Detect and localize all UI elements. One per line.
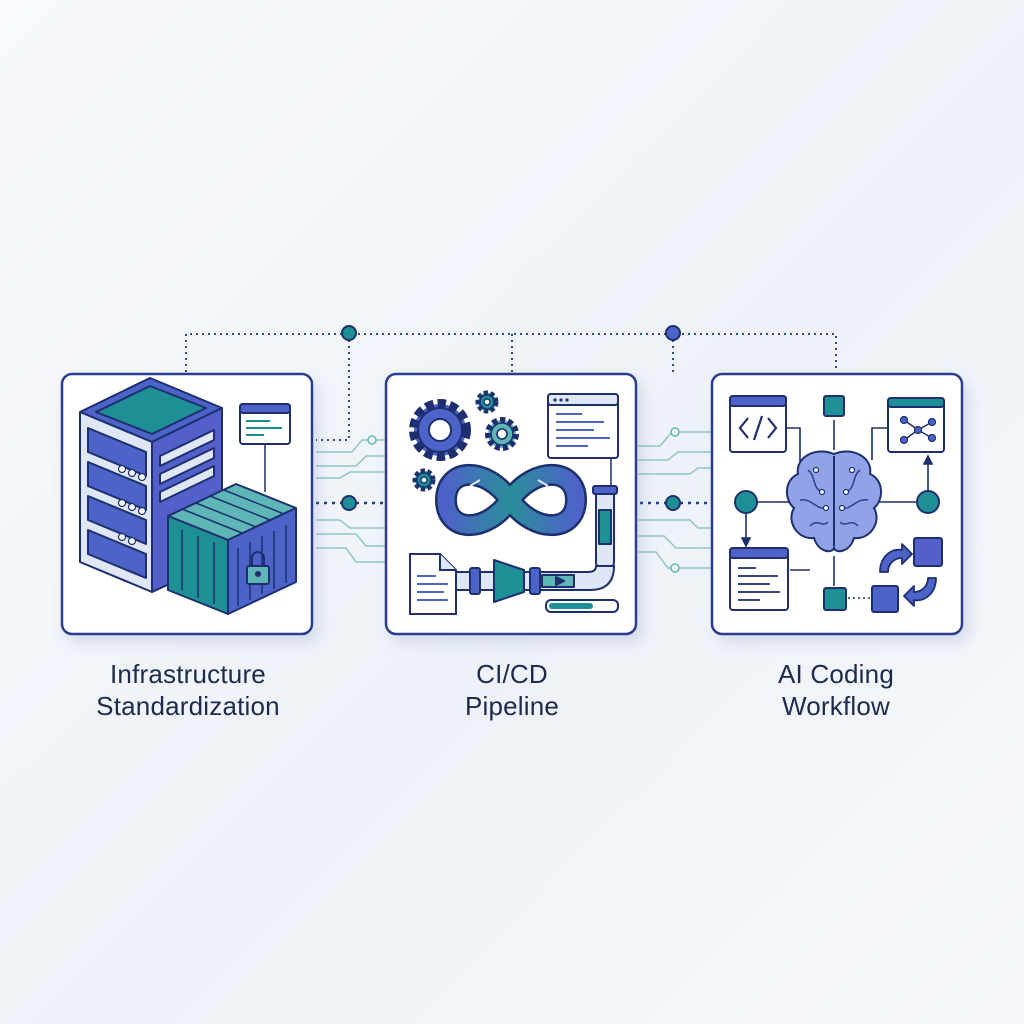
stage-label-ai-coding: AI Coding Workflow xyxy=(706,658,966,722)
network-nodes-icon xyxy=(887,397,945,453)
circuit-lines-right xyxy=(638,431,712,569)
progress-bar xyxy=(545,599,619,613)
ai-arrows xyxy=(740,454,934,548)
ai-node-square xyxy=(871,585,899,613)
panel-cicd xyxy=(384,372,638,636)
ai-node-square xyxy=(823,587,847,611)
gear-icon xyxy=(409,399,471,461)
top-node-right xyxy=(665,325,681,341)
stage-label-line: CI/CD xyxy=(476,659,548,689)
ai-node-square xyxy=(823,395,845,417)
code-brackets-icon xyxy=(729,395,787,453)
server-status-lights xyxy=(117,464,147,546)
ai-node-circle xyxy=(734,490,758,514)
stage-label-line: Pipeline xyxy=(464,691,560,721)
stage-label-cicd: CI/CD Pipeline xyxy=(382,658,642,722)
gear-icon xyxy=(485,417,519,451)
stage-label-infrastructure: Infrastructure Standardization xyxy=(58,658,318,722)
top-node-left xyxy=(341,325,357,341)
circuit-end-dot xyxy=(670,563,680,573)
circuit-end-dot xyxy=(670,427,680,437)
pipe-icon xyxy=(455,485,618,603)
ai-node-circle xyxy=(916,490,940,514)
cycle-arrows-icon xyxy=(879,543,937,607)
stage-label-line: Workflow xyxy=(781,691,891,721)
infinity-loop-icon xyxy=(435,463,587,537)
document-icon xyxy=(409,553,457,615)
stage-label-line: AI Coding xyxy=(778,659,894,689)
brain-icon xyxy=(786,450,882,553)
flow-arrow-2 xyxy=(640,495,722,511)
circuit-end-dot xyxy=(367,435,377,445)
code-window-icon xyxy=(547,393,619,486)
code-window-icon xyxy=(729,547,789,611)
circuit-lines-left xyxy=(316,439,386,563)
lock-icon xyxy=(246,551,270,585)
ai-connectors xyxy=(750,420,916,599)
stage-label-line: Infrastructure xyxy=(110,659,266,689)
stage-label-line: Standardization xyxy=(96,691,280,721)
panel-infrastructure xyxy=(60,372,314,636)
panel-ai-coding xyxy=(710,372,964,636)
gear-icon xyxy=(475,390,499,414)
shipping-container-icon xyxy=(167,483,297,615)
ai-node-square xyxy=(913,537,943,567)
gear-icon xyxy=(412,468,436,492)
config-window-icon xyxy=(239,403,291,492)
